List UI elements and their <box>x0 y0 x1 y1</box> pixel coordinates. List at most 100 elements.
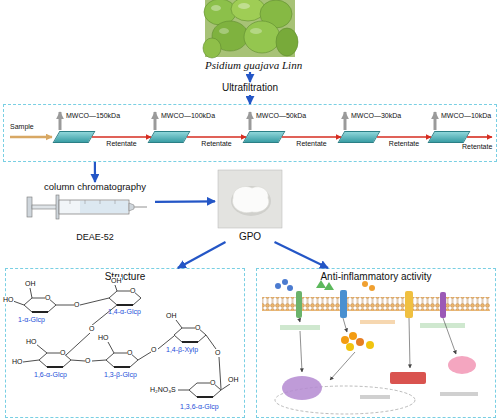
atom-label: OH <box>228 376 239 384</box>
cutoff-label: MWCO—30kDa <box>351 112 401 120</box>
signal-protein <box>356 338 364 346</box>
membrane-receptor <box>296 291 302 318</box>
linkage-label: 1,3,6-α-Glcp <box>180 403 219 411</box>
bond <box>66 333 90 355</box>
atom-label: O <box>210 379 215 387</box>
permeate-arrow <box>59 112 62 130</box>
fruit-highlight <box>238 3 250 9</box>
syringe-flange <box>56 195 59 219</box>
bond <box>71 360 85 361</box>
cytokine-box <box>390 372 426 384</box>
guava-photo <box>203 0 298 58</box>
ligand-molecule <box>324 282 334 290</box>
product-photo: GPO <box>215 168 285 242</box>
chromatography-step: column chromatographyDEAE-52 <box>35 182 155 242</box>
retentate-arrow <box>187 136 246 138</box>
signal-protein <box>341 336 349 344</box>
bond <box>13 301 24 305</box>
retentate-arrow <box>467 136 492 138</box>
pathway-note <box>420 323 465 328</box>
source-photo: Psidium guajava Linn <box>205 0 295 72</box>
ligand-molecule <box>369 285 375 291</box>
retentate-arrow <box>92 136 151 138</box>
syringe-tip <box>129 203 134 211</box>
bond <box>92 360 106 361</box>
scale-tick <box>85 200 86 204</box>
pathway-note <box>280 325 320 330</box>
ligand-molecule <box>282 279 288 285</box>
syringe-column <box>27 195 147 219</box>
flow-arrow <box>155 200 215 203</box>
atom-label: O <box>60 349 65 357</box>
ring-bond <box>182 341 198 343</box>
bond <box>206 335 216 349</box>
sugar-ring <box>174 328 206 342</box>
atom-label: HO <box>26 338 37 346</box>
fruit-highlight <box>211 5 221 11</box>
guava-fruit <box>244 21 280 53</box>
ligand-molecule <box>275 283 281 289</box>
sugar-ring <box>189 383 221 397</box>
signal-protein <box>349 332 357 340</box>
atom-label: O <box>195 324 200 332</box>
permeate-arrow <box>434 112 437 130</box>
bond <box>138 352 151 360</box>
sugar-ring <box>109 291 141 305</box>
ring-bond <box>114 366 130 368</box>
linkage-label: 1-α-Glcp <box>18 316 45 324</box>
syringe-needle <box>134 207 147 208</box>
linkage-label: 1,3-β-Glcp <box>104 371 137 379</box>
nf-kb-complex <box>282 376 322 400</box>
ring-bond <box>117 304 133 306</box>
flow-arrow <box>94 162 96 182</box>
scale-tick <box>70 200 71 204</box>
edge-label: Retentate <box>296 140 326 148</box>
permeate-arrow <box>249 112 252 130</box>
pathway-arrow <box>409 318 410 368</box>
atom-label: O <box>45 294 50 302</box>
ring-bond <box>197 396 213 398</box>
linkage-label: 1,4-α-Glcp <box>108 308 141 316</box>
fruit-highlight <box>250 28 262 34</box>
edge-label: Retentate <box>106 140 136 148</box>
flow-arrow <box>249 95 251 104</box>
linkage-label: 1,4-β-Xylp <box>166 346 198 354</box>
membrane-filter: MWCO—50kDa <box>246 131 282 143</box>
bond <box>91 305 117 326</box>
scale-tick <box>115 200 116 204</box>
atom-label: O <box>215 349 220 357</box>
powder-shadow <box>231 186 271 216</box>
membrane-receptor <box>340 290 347 318</box>
edge-label: Retentate <box>389 140 419 148</box>
guava-fruit <box>203 38 221 58</box>
pathway-note <box>360 395 390 399</box>
atom-label: O <box>127 349 132 357</box>
flow-label: Sample <box>10 123 34 131</box>
atom-label: O <box>151 346 156 354</box>
bond <box>219 357 221 389</box>
pathway-arrow <box>299 318 300 322</box>
pathway-arrow <box>330 352 355 380</box>
panel-heading: Structure <box>6 271 244 283</box>
step-label: Ultrafiltration <box>200 82 300 94</box>
linkage-label: 1,6-α-Glcp <box>34 371 67 379</box>
cutoff-label: MWCO—150kDa <box>66 112 120 120</box>
atom-label: O <box>89 325 94 333</box>
fruit-highlight <box>219 28 229 34</box>
process-step: Ultrafiltration <box>200 82 300 95</box>
flow-arrow <box>178 242 226 268</box>
bond <box>158 336 174 349</box>
atom-label: H₂NO₃S <box>150 386 176 394</box>
bond <box>36 344 47 353</box>
bond <box>30 288 32 298</box>
atom-label: HO <box>98 334 109 342</box>
atom-label: OH <box>25 280 36 288</box>
ultrafiltration-panel: SampleRetentateMWCO—150kDaMWCO—100kDaMWC… <box>3 104 497 162</box>
bond <box>221 384 230 390</box>
step-label: column chromatography <box>35 182 155 193</box>
photo-background <box>218 170 282 228</box>
pathway-arrow <box>300 331 302 372</box>
membrane-filter: MWCO—10kDa <box>431 131 467 143</box>
